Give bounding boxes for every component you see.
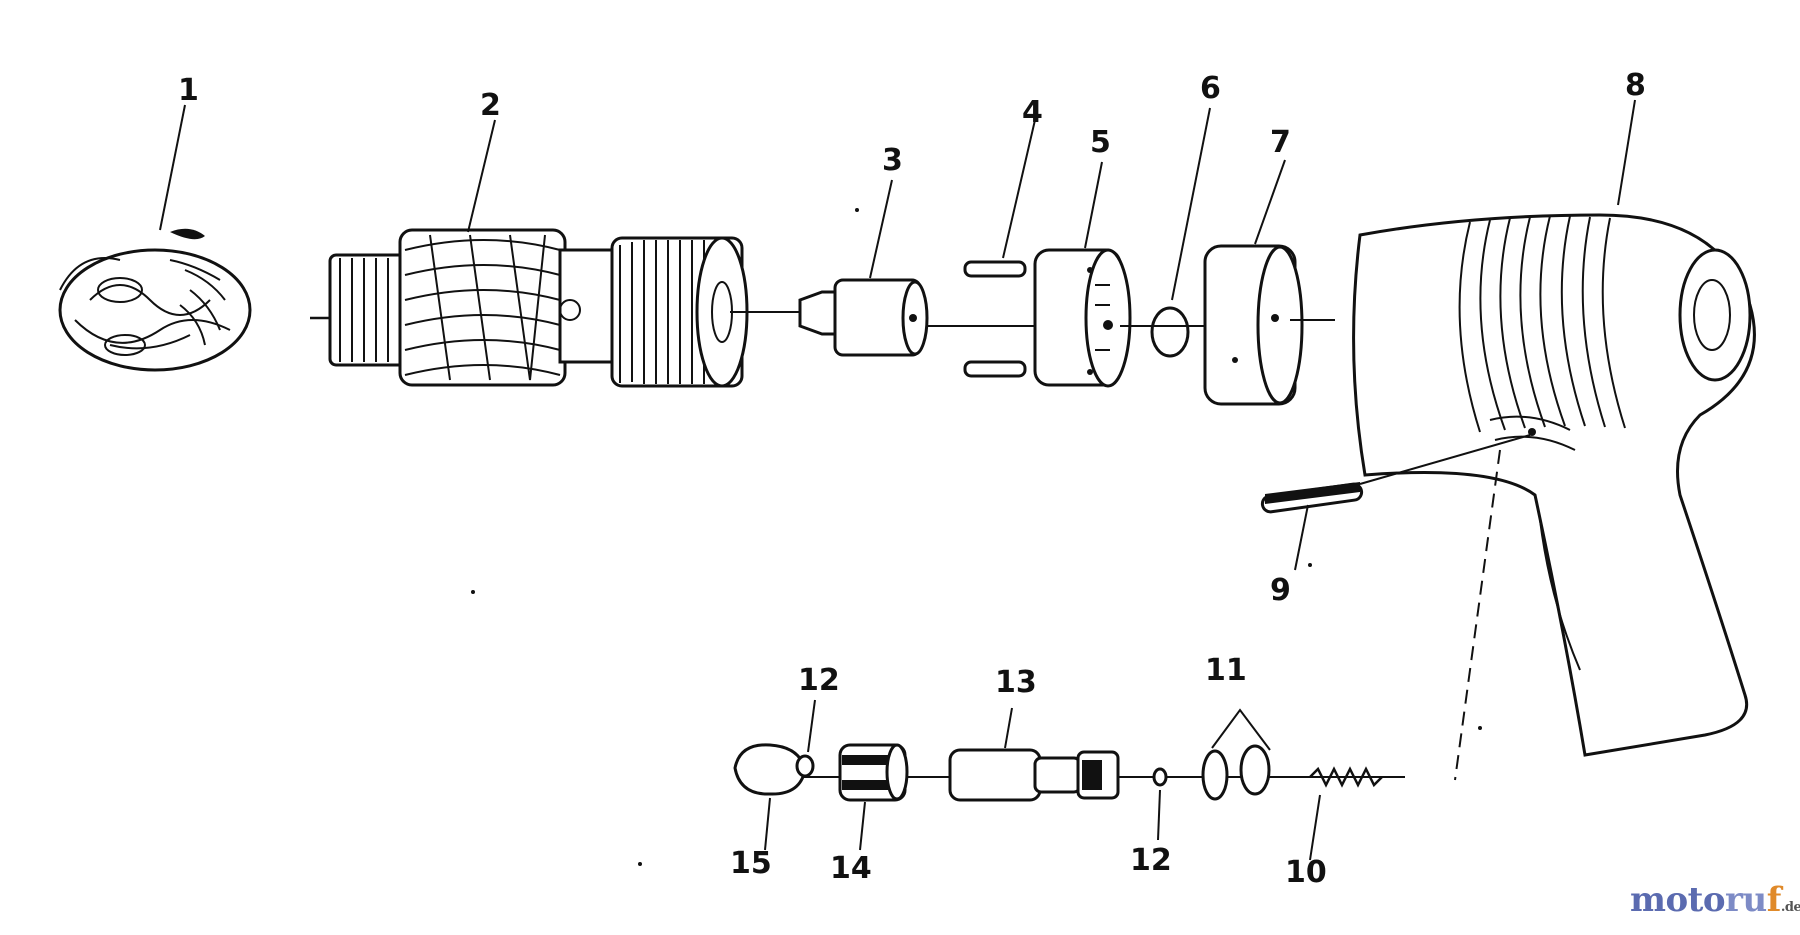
callout-14: 14 bbox=[830, 851, 872, 886]
watermark-part-3: f bbox=[1766, 880, 1782, 920]
part-1-retainer-spring bbox=[58, 228, 252, 372]
watermark-logo: motoruf.de bbox=[1630, 880, 1800, 924]
callout-8: 8 bbox=[1625, 68, 1646, 103]
callout-3: 3 bbox=[882, 143, 903, 178]
part-13-valve-stem bbox=[948, 748, 1120, 802]
callout-12-lower: 12 bbox=[1130, 843, 1172, 878]
callout-9: 9 bbox=[1270, 573, 1291, 608]
part-10-spring bbox=[1309, 766, 1383, 788]
part-15-valve-cap bbox=[733, 743, 807, 796]
callout-11: 11 bbox=[1205, 653, 1247, 688]
part-3-piston bbox=[798, 278, 929, 357]
callout-6: 6 bbox=[1200, 71, 1221, 106]
watermark-part-1: moto bbox=[1630, 880, 1726, 920]
part-8-housing bbox=[1352, 213, 1756, 757]
part-2-barrel bbox=[310, 228, 749, 388]
part-14-valve-bushing bbox=[838, 743, 909, 802]
callout-5: 5 bbox=[1090, 125, 1111, 160]
callout-1: 1 bbox=[178, 73, 199, 108]
callout-2: 2 bbox=[480, 88, 501, 123]
watermark-part-4: .de bbox=[1780, 900, 1800, 915]
callout-7: 7 bbox=[1270, 125, 1291, 160]
callout-leaders bbox=[159, 99, 1636, 861]
callout-10: 10 bbox=[1285, 855, 1327, 890]
part-6-disc bbox=[1150, 306, 1190, 358]
part-7-cylinder-cap bbox=[1203, 244, 1304, 406]
callout-13: 13 bbox=[995, 665, 1037, 700]
callout-15: 15 bbox=[730, 846, 772, 881]
leader-handle-to-valve bbox=[1454, 449, 1501, 781]
watermark-part-2: ru bbox=[1725, 880, 1767, 920]
part-12b-ring bbox=[1152, 767, 1168, 787]
stray-specks bbox=[471, 208, 1482, 866]
part-12a-ring bbox=[795, 754, 815, 778]
callout-4: 4 bbox=[1022, 95, 1043, 130]
callout-12-upper: 12 bbox=[798, 663, 840, 698]
part-11-o-rings bbox=[1201, 744, 1271, 801]
part-9-trigger-pin bbox=[1260, 434, 1531, 514]
part-4-pins bbox=[963, 260, 1027, 378]
part-5-valve-block bbox=[1033, 248, 1132, 388]
